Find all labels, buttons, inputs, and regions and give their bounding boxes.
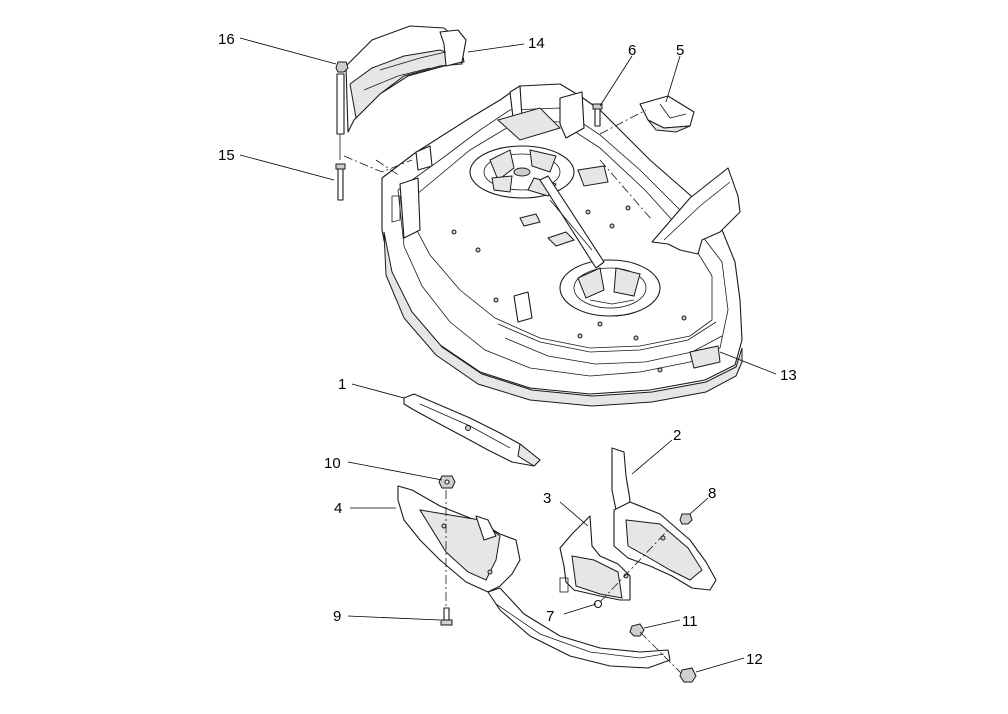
mower-deck <box>381 83 743 407</box>
leader-11 <box>643 619 681 629</box>
part-10-nut <box>438 475 456 489</box>
callout-15: 15 <box>218 147 235 164</box>
leader-15 <box>239 154 335 181</box>
leader-14 <box>467 43 525 53</box>
leader-9 <box>347 615 441 621</box>
deck-side-plate <box>599 159 741 255</box>
leader-1 <box>351 383 405 399</box>
callout-5: 5 <box>676 42 684 59</box>
callout-8: 8 <box>708 485 716 502</box>
callout-2: 2 <box>673 427 681 444</box>
part-1-blade <box>403 393 541 467</box>
leader-13 <box>719 351 777 375</box>
callout-labels: 1 2 3 4 5 6 7 8 9 10 11 12 13 14 15 16 <box>218 31 797 668</box>
callout-leaders <box>239 37 777 673</box>
part-15-pin <box>335 163 346 201</box>
callout-9: 9 <box>333 608 341 625</box>
callout-11: 11 <box>682 613 698 630</box>
callout-14: 14 <box>528 35 545 52</box>
leader-6 <box>599 55 633 107</box>
part-9-bolt <box>440 607 453 626</box>
part-6-bolt <box>592 103 603 127</box>
callout-1: 1 <box>338 376 346 393</box>
leader-7 <box>563 603 597 615</box>
leader-2 <box>631 439 673 475</box>
callout-10: 10 <box>324 455 341 472</box>
leader-12 <box>695 657 745 673</box>
part-4-baffle <box>397 485 671 669</box>
part-16-nut <box>335 61 349 73</box>
leader-5 <box>665 55 681 103</box>
callout-7: 7 <box>546 608 554 625</box>
callout-6: 6 <box>628 42 636 59</box>
part-2-bracket <box>611 447 717 591</box>
leader-3 <box>559 501 589 527</box>
leader-10 <box>347 461 443 481</box>
part-11-bolt <box>629 623 685 677</box>
callout-13: 13 <box>780 367 797 384</box>
leader-8 <box>689 497 709 515</box>
callout-4: 4 <box>334 500 342 517</box>
callout-12: 12 <box>746 651 763 668</box>
leader-16 <box>239 37 337 65</box>
part-3-bracket <box>559 515 631 601</box>
part-14-discharge-chute <box>336 25 467 177</box>
part-8-nut <box>679 513 693 525</box>
part-7-bolt <box>593 529 669 609</box>
callout-3: 3 <box>543 490 551 507</box>
callout-16: 16 <box>218 31 235 48</box>
part-12-nut <box>679 667 697 683</box>
